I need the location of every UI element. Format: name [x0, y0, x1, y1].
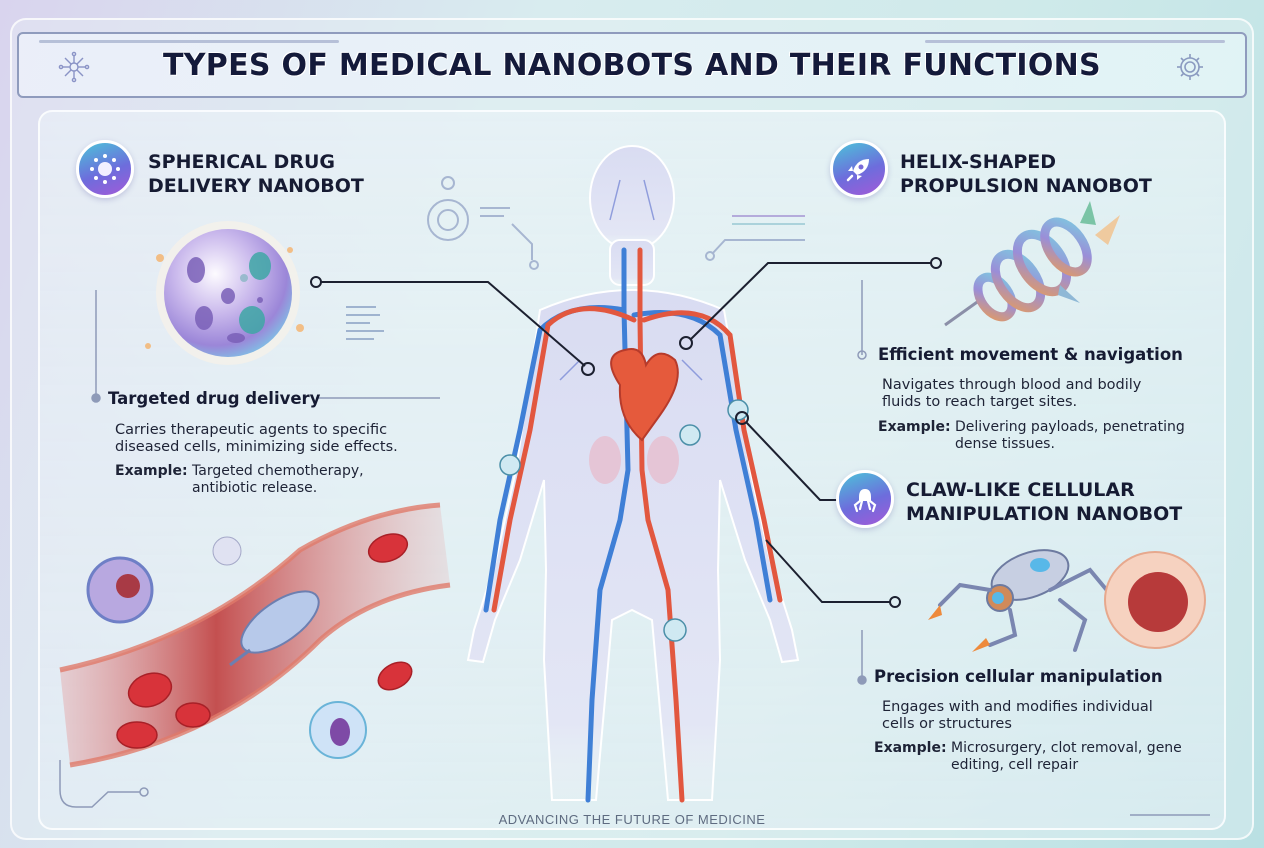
- blood-vessel-illustration: [59, 502, 451, 768]
- claw-nanobot-badge: [836, 470, 894, 528]
- rocket-icon: [846, 159, 869, 182]
- immune-cell: [309, 701, 367, 759]
- spherical-nanobot-badge: [76, 140, 134, 198]
- claw-nanobot-heading: CLAW-LIKE CELLULAR MANIPULATION NANOBOT: [906, 479, 1183, 525]
- damaged-cell: [1104, 551, 1206, 649]
- spherical-nanobot-example: Example: Targeted chemotherapy, antibiot…: [115, 463, 364, 496]
- spherical-nanobot-heading: SPHERICAL DRUG DELIVERY NANOBOT: [148, 151, 364, 197]
- claw-nanobot-description: Engages with and modifies individual cel…: [882, 699, 1153, 732]
- spherical-nanobot-illustration: [145, 221, 304, 365]
- helix-nanobot-function: Efficient movement & navigation: [878, 345, 1183, 364]
- heart: [610, 348, 679, 442]
- gear-icon: [1177, 54, 1203, 80]
- helix-nanobot-in-vessel: [229, 590, 320, 667]
- page-title: TYPES OF MEDICAL NANOBOTS AND THEIR FUNC…: [163, 47, 1101, 83]
- helix-nanobot-heading: HELIX-SHAPED PROPULSION NANOBOT: [900, 151, 1152, 197]
- human-body-circulatory-illustration: [427, 145, 805, 803]
- helix-nanobot-illustration: [944, 201, 1120, 327]
- helix-nanobot-example: Example: Delivering payloads, penetratin…: [878, 419, 1185, 452]
- spherical-nanobot-description: Carries therapeutic agents to specific d…: [115, 422, 398, 455]
- virus-cell: [86, 556, 154, 624]
- data-readout-decor: [346, 306, 384, 340]
- helix-nanobot-description: Navigates through blood and bodily fluid…: [882, 377, 1142, 410]
- kidney-right: [647, 436, 679, 484]
- kidney-left: [589, 436, 621, 484]
- footer-tagline: ADVANCING THE FUTURE OF MEDICINE: [498, 812, 766, 827]
- spherical-nanobot-function: Targeted drug delivery: [108, 389, 321, 408]
- claw-nanobot-illustration: [928, 549, 1206, 652]
- sphere-dots-icon: [90, 154, 120, 184]
- molecule-network-icon: [58, 51, 90, 83]
- helix-nanobot-badge: [830, 140, 888, 198]
- claw-nanobot-function: Precision cellular manipulation: [874, 667, 1163, 686]
- claw-nanobot: [928, 549, 1117, 652]
- title-bar: TYPES OF MEDICAL NANOBOTS AND THEIR FUNC…: [17, 32, 1247, 98]
- claw-robot-icon: [853, 489, 877, 513]
- claw-nanobot-example: Example: Microsurgery, clot removal, gen…: [874, 740, 1182, 773]
